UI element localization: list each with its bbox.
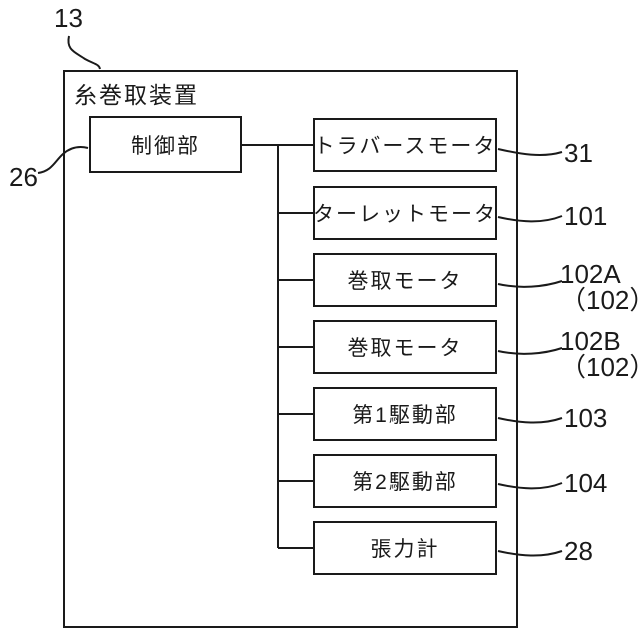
leader-line-ref-102b xyxy=(497,347,563,355)
box-tension-meter-label: 張力計 xyxy=(370,538,440,561)
ref-label-103: 103 xyxy=(564,403,608,433)
leader-line-ref-104 xyxy=(497,482,563,490)
box-second-drive-label: 第2駆動部 xyxy=(352,471,458,494)
device-outer-box xyxy=(63,70,518,628)
box-first-drive: 第1駆動部 xyxy=(313,387,497,441)
leader-line-ref-31 xyxy=(497,148,563,156)
ref-label-102b-sub: （102） xyxy=(560,352,640,382)
leader-line-ref-13 xyxy=(67,35,101,70)
box-traverse-motor: トラバースモータ xyxy=(313,118,497,172)
leader-line-ref-28 xyxy=(497,550,563,557)
box-turret-motor: ターレットモータ xyxy=(313,186,497,240)
controller-label: 制御部 xyxy=(131,134,200,158)
box-turret-motor-label: ターレットモータ xyxy=(313,203,497,226)
box-tension-meter: 張力計 xyxy=(313,521,497,575)
box-traverse-motor-label: トラバースモータ xyxy=(313,135,497,158)
box-winding-motor-a: 巻取モータ xyxy=(313,253,497,307)
ref-label-102a-main: 102A xyxy=(560,259,621,289)
ref-label-102b-main: 102B xyxy=(560,326,621,356)
leader-line-ref-101 xyxy=(497,215,563,223)
box-winding-motor-b: 巻取モータ xyxy=(313,320,497,374)
ref-label-104: 104 xyxy=(564,468,608,498)
box-winding-motor-a-label: 巻取モータ xyxy=(347,270,463,293)
box-second-drive: 第2駆動部 xyxy=(313,454,497,508)
ref-label-26: 26 xyxy=(9,162,38,192)
ref-label-31: 31 xyxy=(564,138,593,168)
device-title: 糸巻取装置 xyxy=(74,82,199,108)
ref-label-102a: 102A （102） xyxy=(560,261,640,313)
ref-label-28: 28 xyxy=(564,536,593,566)
leader-line-ref-102a xyxy=(497,280,563,288)
box-winding-motor-b-label: 巻取モータ xyxy=(347,337,463,360)
box-first-drive-label: 第1駆動部 xyxy=(352,404,458,427)
ref-label-13: 13 xyxy=(54,3,83,33)
ref-label-102b: 102B （102） xyxy=(560,328,640,380)
ref-label-102a-sub: （102） xyxy=(560,285,640,315)
controller-box: 制御部 xyxy=(89,116,242,173)
leader-line-ref-103 xyxy=(497,417,563,424)
ref-label-101: 101 xyxy=(564,201,608,231)
